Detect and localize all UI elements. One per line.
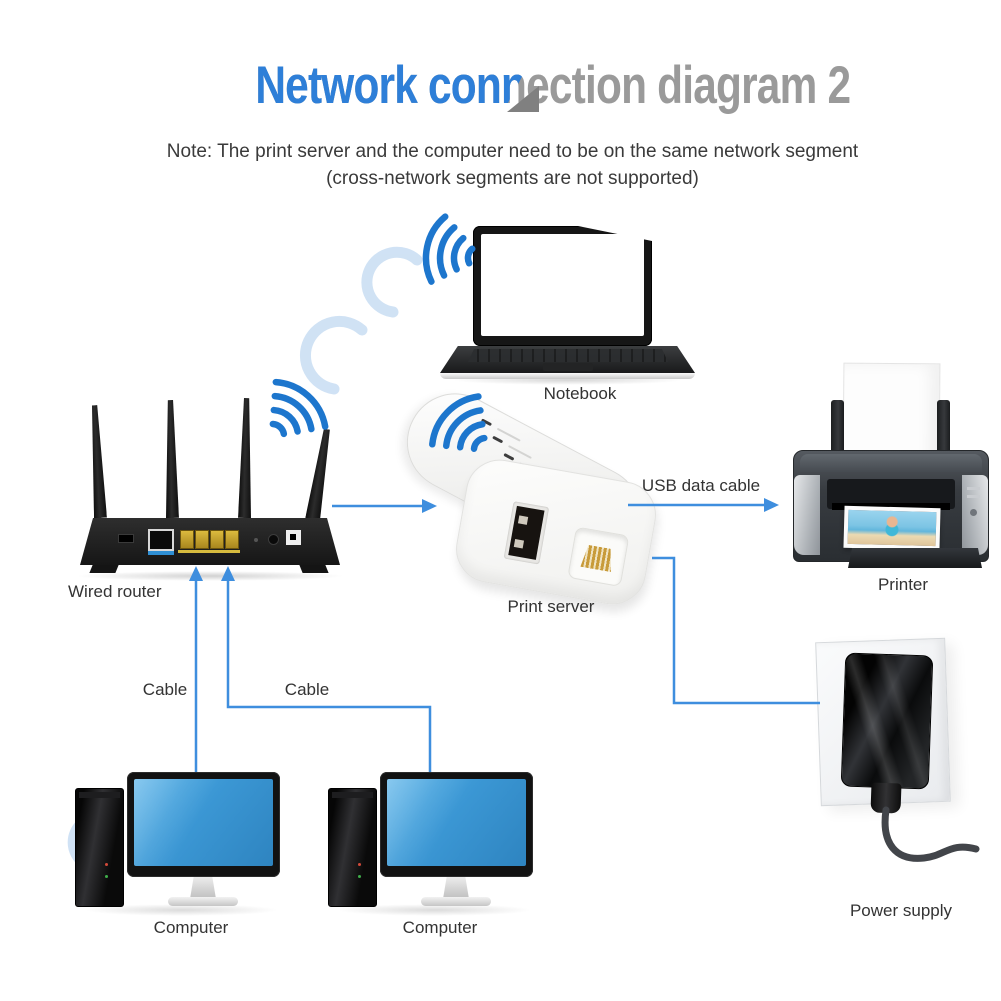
printer-side-panel-left: [794, 475, 820, 555]
cable-1-label: Cable: [142, 680, 188, 699]
computer-1-illustration: [72, 768, 287, 923]
router-wan-port: [148, 529, 174, 551]
router-lan-port-3: [210, 530, 224, 549]
computer-2-stand: [443, 877, 469, 899]
router-power-jack: [286, 530, 301, 545]
notebook-screen: [481, 234, 644, 336]
computer-1-stand-base: [168, 897, 238, 906]
router-power-jack-pin: [290, 534, 296, 540]
computer-2-tower: [328, 788, 377, 907]
notebook-label: Notebook: [543, 384, 617, 403]
power-adapter: [840, 652, 934, 790]
printer-paper-rail-left: [831, 400, 844, 460]
printer-paper-rail-right: [937, 400, 950, 460]
print-server-ethernet-port: [567, 526, 630, 588]
print-server-illustration: [380, 376, 680, 613]
router-lan-port-2: [195, 530, 209, 549]
router-antenna-1: [88, 405, 107, 519]
wired-router-label: Wired router: [68, 582, 162, 601]
router-foot-left: [89, 565, 119, 573]
notebook-lid: [473, 226, 652, 346]
printer-illustration: [790, 358, 990, 583]
printer-photo-print: [843, 505, 941, 551]
computer-1-shadow: [84, 904, 279, 916]
power-supply-label: Power supply: [849, 901, 953, 920]
print-server-ethernet-pins: [580, 544, 615, 572]
computer-2-stand-base: [421, 897, 491, 906]
wifi-echo-arc-1: [361, 246, 423, 318]
arrow-to-printer: [764, 498, 779, 512]
computer-2-shadow: [337, 904, 532, 916]
print-server-label: Print server: [507, 597, 595, 616]
printer-round-button: [970, 509, 977, 516]
computer-1-label: Computer: [153, 918, 229, 937]
router-wan-label-strip: [148, 551, 174, 555]
power-supply-illustration: [810, 628, 1000, 878]
router-power-button: [268, 534, 279, 545]
notebook-illustration: [440, 222, 695, 387]
notebook-shadow: [452, 375, 684, 385]
print-server-led-2: [492, 435, 504, 444]
printer-output-tray: [848, 548, 982, 568]
printer-button-dash-1: [967, 487, 980, 490]
print-server-usb-port-inner: [508, 505, 545, 560]
note-line-2: (cross-network segments are not supporte…: [326, 168, 699, 189]
router-lan-port-4: [225, 530, 239, 549]
notebook-keyboard: [468, 349, 668, 362]
printer-label: Printer: [877, 575, 929, 594]
computer-2-monitor: [380, 772, 533, 877]
computer-2-screen: [387, 779, 526, 866]
note-text: Note: The print server and the computer …: [24, 138, 1001, 192]
note-line-1: Note: The print server and the computer …: [166, 141, 859, 162]
router-usb-slot: [118, 534, 134, 543]
router-foot-right: [299, 565, 329, 573]
computer-2-label: Computer: [402, 918, 478, 937]
computer-1-stand: [190, 877, 216, 899]
print-server-led-1: [480, 418, 493, 427]
page-title-gray-text: Network connection diagram 2: [255, 56, 852, 115]
router-antenna-2: [164, 400, 179, 518]
router-shadow: [75, 571, 345, 581]
computer-1-tower: [75, 788, 124, 907]
router-body: [80, 518, 340, 565]
router-lan-label-strip: [178, 550, 240, 553]
computer-1-screen: [134, 779, 273, 866]
router-reset-hole: [254, 538, 258, 542]
router-antenna-4: [305, 428, 334, 521]
page-title-blue-text: Network connection diagram 2: [255, 56, 851, 115]
wifi-echo-arc-2: [299, 315, 368, 395]
computer-1-monitor: [127, 772, 280, 877]
power-adapter-connector: [870, 782, 902, 814]
computer-2-illustration: [325, 768, 540, 923]
wired-router-illustration: [75, 395, 345, 585]
router-antenna-3: [238, 398, 253, 518]
printer-button-dash-2: [967, 495, 980, 498]
printer-body: [793, 450, 989, 562]
cable-2-label: Cable: [284, 680, 330, 699]
print-server-front-face: [450, 454, 662, 610]
usb-data-cable-label: USB data cable: [641, 476, 761, 495]
print-server-usb-port: [503, 501, 550, 565]
printer-side-panel-right: [962, 475, 988, 555]
router-lan-port-1: [180, 530, 194, 549]
page-title: Network connection diagram 2 Network con…: [106, 58, 1000, 114]
notebook-base: [440, 346, 695, 373]
notebook-base-edge: [440, 373, 695, 379]
notebook-touchpad: [543, 363, 593, 371]
